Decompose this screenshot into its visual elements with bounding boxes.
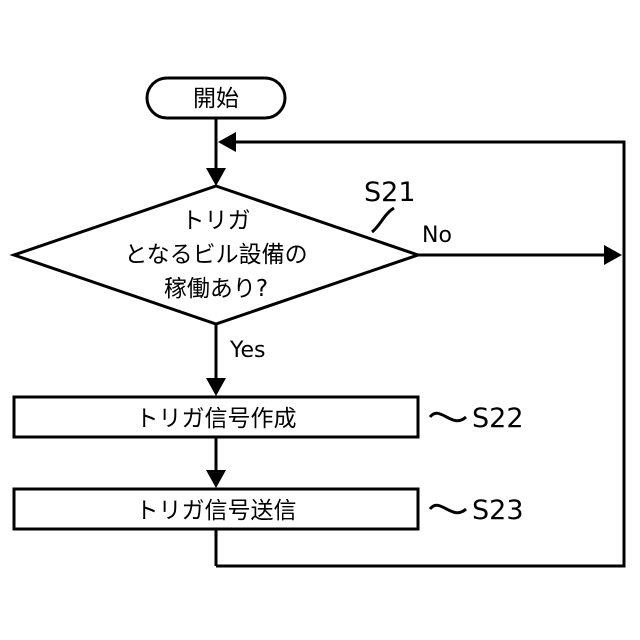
start-label: 開始 — [193, 86, 239, 112]
decision-text-line-3: 稼働あり? — [164, 276, 268, 302]
process-label-s22: トリガ信号作成 — [136, 406, 297, 432]
leader-s22 — [430, 413, 466, 421]
leader-s23 — [430, 505, 466, 513]
start-terminal: 開始 — [147, 78, 285, 118]
arrowhead-into-process-2 — [206, 470, 226, 488]
decision-text-line-1: トリガ — [182, 208, 251, 234]
step-label-s22: S22 — [472, 403, 524, 434]
process-label-s23: トリガ信号送信 — [136, 498, 297, 524]
process-box-s22: トリガ信号作成 — [14, 397, 418, 437]
process-box-s23: トリガ信号送信 — [14, 489, 418, 529]
decision-node: トリガ となるビル設備の 稼働あり? — [14, 186, 418, 324]
arrowhead-into-decision — [206, 168, 226, 186]
leader-s21 — [372, 208, 394, 232]
no-branch-label: No — [422, 223, 452, 248]
arrowhead-no-branch — [604, 245, 622, 265]
yes-branch-label: Yes — [229, 338, 266, 363]
step-label-s23: S23 — [472, 495, 524, 526]
arrowhead-into-process-1 — [206, 378, 226, 396]
decision-text-line-2: となるビル設備の — [124, 242, 307, 268]
step-label-s21: S21 — [364, 177, 416, 208]
arrowhead-loop-back — [218, 132, 236, 152]
